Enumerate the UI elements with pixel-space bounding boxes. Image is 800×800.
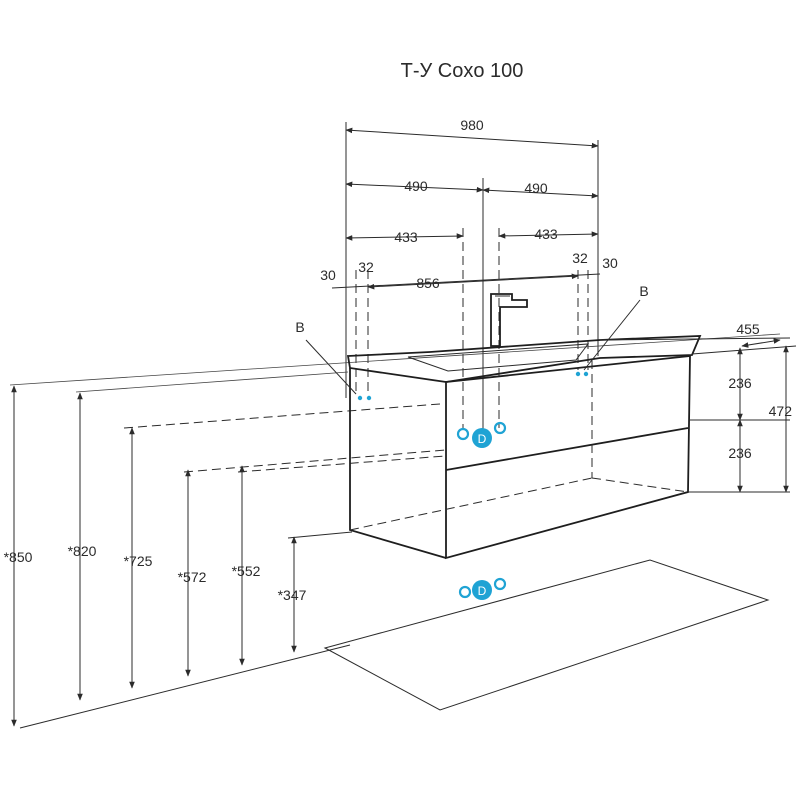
- dim-label-472: 472: [769, 403, 793, 419]
- leader-b-left: [305, 339, 357, 395]
- guide-820: [75, 371, 349, 393]
- dim-label-725: *725: [124, 553, 153, 569]
- hidden-edge-right: [591, 477, 689, 493]
- dim-label-820: *820: [68, 543, 97, 559]
- height-dimensions: *850 *820 *725 *572 *552 *347: [4, 385, 307, 727]
- guide-725: [123, 403, 441, 429]
- dim-label-850: *850: [4, 549, 33, 565]
- floor-footprint: [323, 559, 770, 711]
- dim-label-552: *552: [232, 563, 261, 579]
- countertop: [346, 335, 702, 383]
- dim-line-490-left: [345, 181, 484, 193]
- guide-top-850: [9, 333, 781, 386]
- dim-line-433-left: [345, 233, 464, 241]
- right-dimensions: 455 236 236 472: [599, 321, 797, 493]
- floor-line: [19, 644, 351, 729]
- dim-line-455: [741, 338, 781, 348]
- dim-label-30-left: 30: [320, 267, 336, 283]
- dim-label-236-bottom: 236: [728, 445, 752, 461]
- dim-line-490-right: [482, 187, 599, 199]
- b-point-right-2: [583, 371, 589, 377]
- guide-347: [287, 531, 353, 539]
- b-point-left-2: [366, 395, 372, 401]
- dim-label-490-right: 490: [524, 180, 548, 196]
- dim-label-236-top: 236: [728, 375, 752, 391]
- wall-guides: [9, 333, 781, 729]
- depth-ext-front: [691, 345, 797, 355]
- hidden-edge-bottom: [349, 477, 593, 531]
- dim-label-32-left: 32: [358, 259, 374, 275]
- dim-label-455: 455: [736, 321, 760, 337]
- d-wall-hole-left: [456, 427, 470, 441]
- d-floor-hole-left: [458, 585, 472, 599]
- dim-label-433-right: 433: [534, 226, 558, 242]
- dim-label-347: *347: [278, 587, 307, 603]
- b-point-right-1: [575, 371, 581, 377]
- d-floor-drain: [472, 580, 492, 600]
- drawer-split: [445, 427, 689, 471]
- dim-label-572: *572: [178, 569, 207, 585]
- dim-label-490-left: 490: [404, 178, 428, 194]
- drawing-title: Т-У Coxo 100: [401, 60, 524, 82]
- d-floor-hole-right: [493, 577, 507, 591]
- dim-line-433-right: [498, 231, 599, 239]
- d-wall-label: D: [478, 432, 487, 446]
- dim-label-32-right: 32: [572, 250, 588, 266]
- dim-label-30-right: 30: [602, 255, 618, 271]
- dim-label-433-left: 433: [394, 229, 418, 245]
- top-dimensions: 980 490 490 433 433 856 30 32 32 30: [320, 117, 618, 446]
- vanity-cabinet: [346, 293, 702, 560]
- marker-b-left: B: [295, 319, 304, 335]
- connection-markers: B B D D: [295, 283, 649, 600]
- d-wall-drain: [472, 428, 492, 448]
- leader-b-right: [583, 299, 641, 371]
- cabinet-side: [349, 368, 447, 559]
- marker-b-right: B: [639, 283, 648, 299]
- guide-552: [237, 455, 446, 473]
- basin-bowl: [407, 343, 590, 372]
- guide-572: [183, 449, 446, 473]
- d-wall-hole-right: [493, 421, 507, 435]
- faucet: [490, 293, 528, 347]
- d-floor-label: D: [478, 584, 487, 598]
- dim-label-856: 856: [416, 275, 440, 291]
- dim-line-980: [345, 127, 599, 149]
- dim-label-980: 980: [460, 117, 484, 133]
- dim-line-856-chain: [331, 273, 601, 289]
- b-point-left-1: [357, 395, 363, 401]
- dim-line-856: [367, 273, 579, 290]
